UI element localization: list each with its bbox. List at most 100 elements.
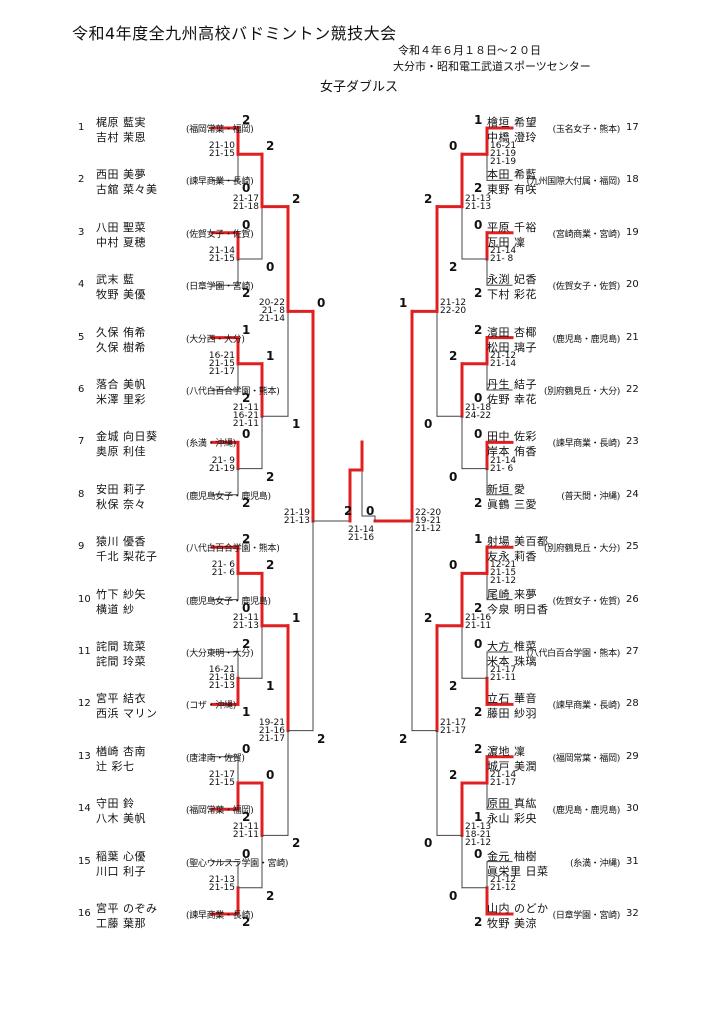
school-name: (鹿児島女子・鹿児島)	[186, 491, 271, 502]
seed-number: 16	[78, 908, 91, 919]
game-count: 2	[474, 915, 483, 929]
game-count: 2	[242, 810, 251, 825]
school-name: (佐賀女子・佐賀)	[552, 596, 621, 607]
player-name: 古舘 菜々美	[96, 183, 158, 197]
school-name: (諫早商業・長崎)	[186, 911, 254, 921]
game-count: 1	[266, 348, 275, 363]
game-count: 0	[449, 139, 458, 154]
seed-number: 29	[626, 750, 639, 762]
match-score: 21-12 21-12	[490, 874, 517, 893]
school-name: (九州国際大付属・福岡)	[526, 177, 621, 188]
player-name: 大方 椎菜	[487, 640, 537, 653]
game-count: 0	[242, 741, 251, 756]
player-name: 藤田 紗羽	[487, 707, 537, 721]
game-count: 2	[474, 181, 483, 196]
player-name: 八木 美帆	[96, 812, 146, 826]
player-name: 眞栄里 日菜	[487, 864, 549, 878]
seed-number: 7	[78, 436, 85, 448]
game-count: 0	[449, 888, 458, 903]
player-name: 西浜 マリン	[96, 707, 158, 721]
game-count: 0	[424, 417, 433, 432]
player-name: 秋保 奈々	[96, 497, 146, 511]
game-count: 1	[266, 679, 275, 694]
seed-number: 25	[626, 541, 639, 553]
seed-number: 11	[78, 646, 91, 657]
seed-number: 13	[78, 750, 91, 762]
seed-number: 14	[78, 803, 91, 815]
game-count: 0	[266, 768, 275, 782]
seed-number: 4	[78, 279, 85, 291]
school-name: (諫早商業・長崎)	[552, 439, 621, 450]
game-count: 2	[266, 888, 275, 903]
seed-number: 15	[78, 855, 91, 867]
match-score: 21-18 24-22	[465, 403, 492, 422]
player-name: 尾崎 来夢	[487, 587, 537, 601]
match-score: 22-20 19-21 21-12	[415, 508, 442, 534]
game-count: 2	[266, 558, 275, 573]
player-name: 川口 利子	[96, 864, 146, 878]
seed-number: 26	[626, 593, 639, 605]
player-name: 中橋 澄玲	[487, 131, 537, 144]
game-count: 2	[449, 768, 458, 782]
tournament-venue: 大分市・昭和電工武道スポーツセンター	[393, 60, 591, 73]
player-name: 宮平 のぞみ	[96, 902, 158, 915]
school-name: (佐賀女子・佐賀)	[186, 229, 254, 240]
game-count: 0	[242, 217, 251, 232]
game-count: 2	[242, 113, 251, 127]
player-name: 永渕 妃香	[487, 273, 537, 287]
player-name: 横道 紗	[96, 602, 135, 616]
game-count: 0	[266, 260, 275, 274]
school-name: (普天間・沖縄)	[561, 491, 620, 502]
final-game-count: 2	[344, 504, 353, 518]
school-name: (日章学園・宮崎)	[186, 282, 254, 293]
game-count: 2	[424, 610, 433, 625]
seed-number: 20	[626, 279, 639, 291]
player-name: 安田 莉子	[96, 482, 146, 496]
player-name: 詫間 玲菜	[96, 655, 146, 668]
game-count: 2	[399, 731, 408, 746]
game-count: 2	[317, 731, 326, 746]
seed-number: 24	[626, 488, 639, 500]
seed-number: 1	[78, 122, 85, 133]
school-name: (鹿児島・鹿児島)	[552, 334, 621, 345]
game-count: 0	[474, 846, 483, 861]
player-name: 濱田 杏椰	[487, 325, 537, 339]
match-score: 16-21 21-15 21-17	[208, 350, 235, 377]
final-game-count: 0	[366, 504, 375, 518]
player-name: 佐野 幸花	[487, 393, 537, 406]
game-count: 0	[474, 217, 483, 232]
school-name: (福岡常葉・福岡)	[186, 806, 254, 817]
player-name: 詫間 琉菜	[96, 640, 146, 653]
match-score: 21-14 21- 6	[490, 455, 517, 474]
player-name: 眞鶴 三愛	[487, 497, 537, 511]
game-count: 1	[474, 113, 483, 127]
player-name: 友永 莉香	[487, 550, 537, 564]
match-score: 21-16 21-11	[465, 612, 492, 631]
player-name: 平原 千裕	[487, 220, 537, 234]
player-name: 下村 彩花	[487, 288, 537, 302]
game-count: 2	[474, 705, 483, 720]
game-count: 2	[424, 191, 433, 206]
event-name: 女子ダブルス	[320, 80, 399, 95]
player-name: 立石 華音	[487, 692, 537, 706]
game-count: 2	[449, 260, 458, 274]
match-score: 21- 6 21- 6	[211, 560, 235, 579]
game-count: 2	[449, 348, 458, 363]
seed-number: 6	[78, 384, 85, 395]
player-name: 辻 彩七	[96, 759, 135, 773]
player-name: 竹下 紗矢	[96, 587, 146, 601]
match-score: 21-19 21-13	[283, 508, 310, 526]
game-count: 2	[242, 637, 251, 651]
game-count: 0	[242, 600, 251, 615]
match-score: 21-13 21-13	[465, 193, 492, 212]
game-count: 2	[449, 679, 458, 694]
school-name: (玉名女子・熊本)	[552, 125, 621, 135]
match-score: 21-17 21-15	[208, 770, 235, 788]
player-name: 久保 樹希	[96, 340, 146, 354]
school-name: (別府鶴見丘・大分)	[543, 387, 620, 397]
match-score: 21-11 16-21 21-11	[232, 403, 259, 430]
match-score: 20-22 21- 8 21-14	[258, 298, 285, 325]
player-name: 丹生 結子	[487, 378, 537, 391]
player-name: 本田 希藍	[487, 168, 537, 182]
